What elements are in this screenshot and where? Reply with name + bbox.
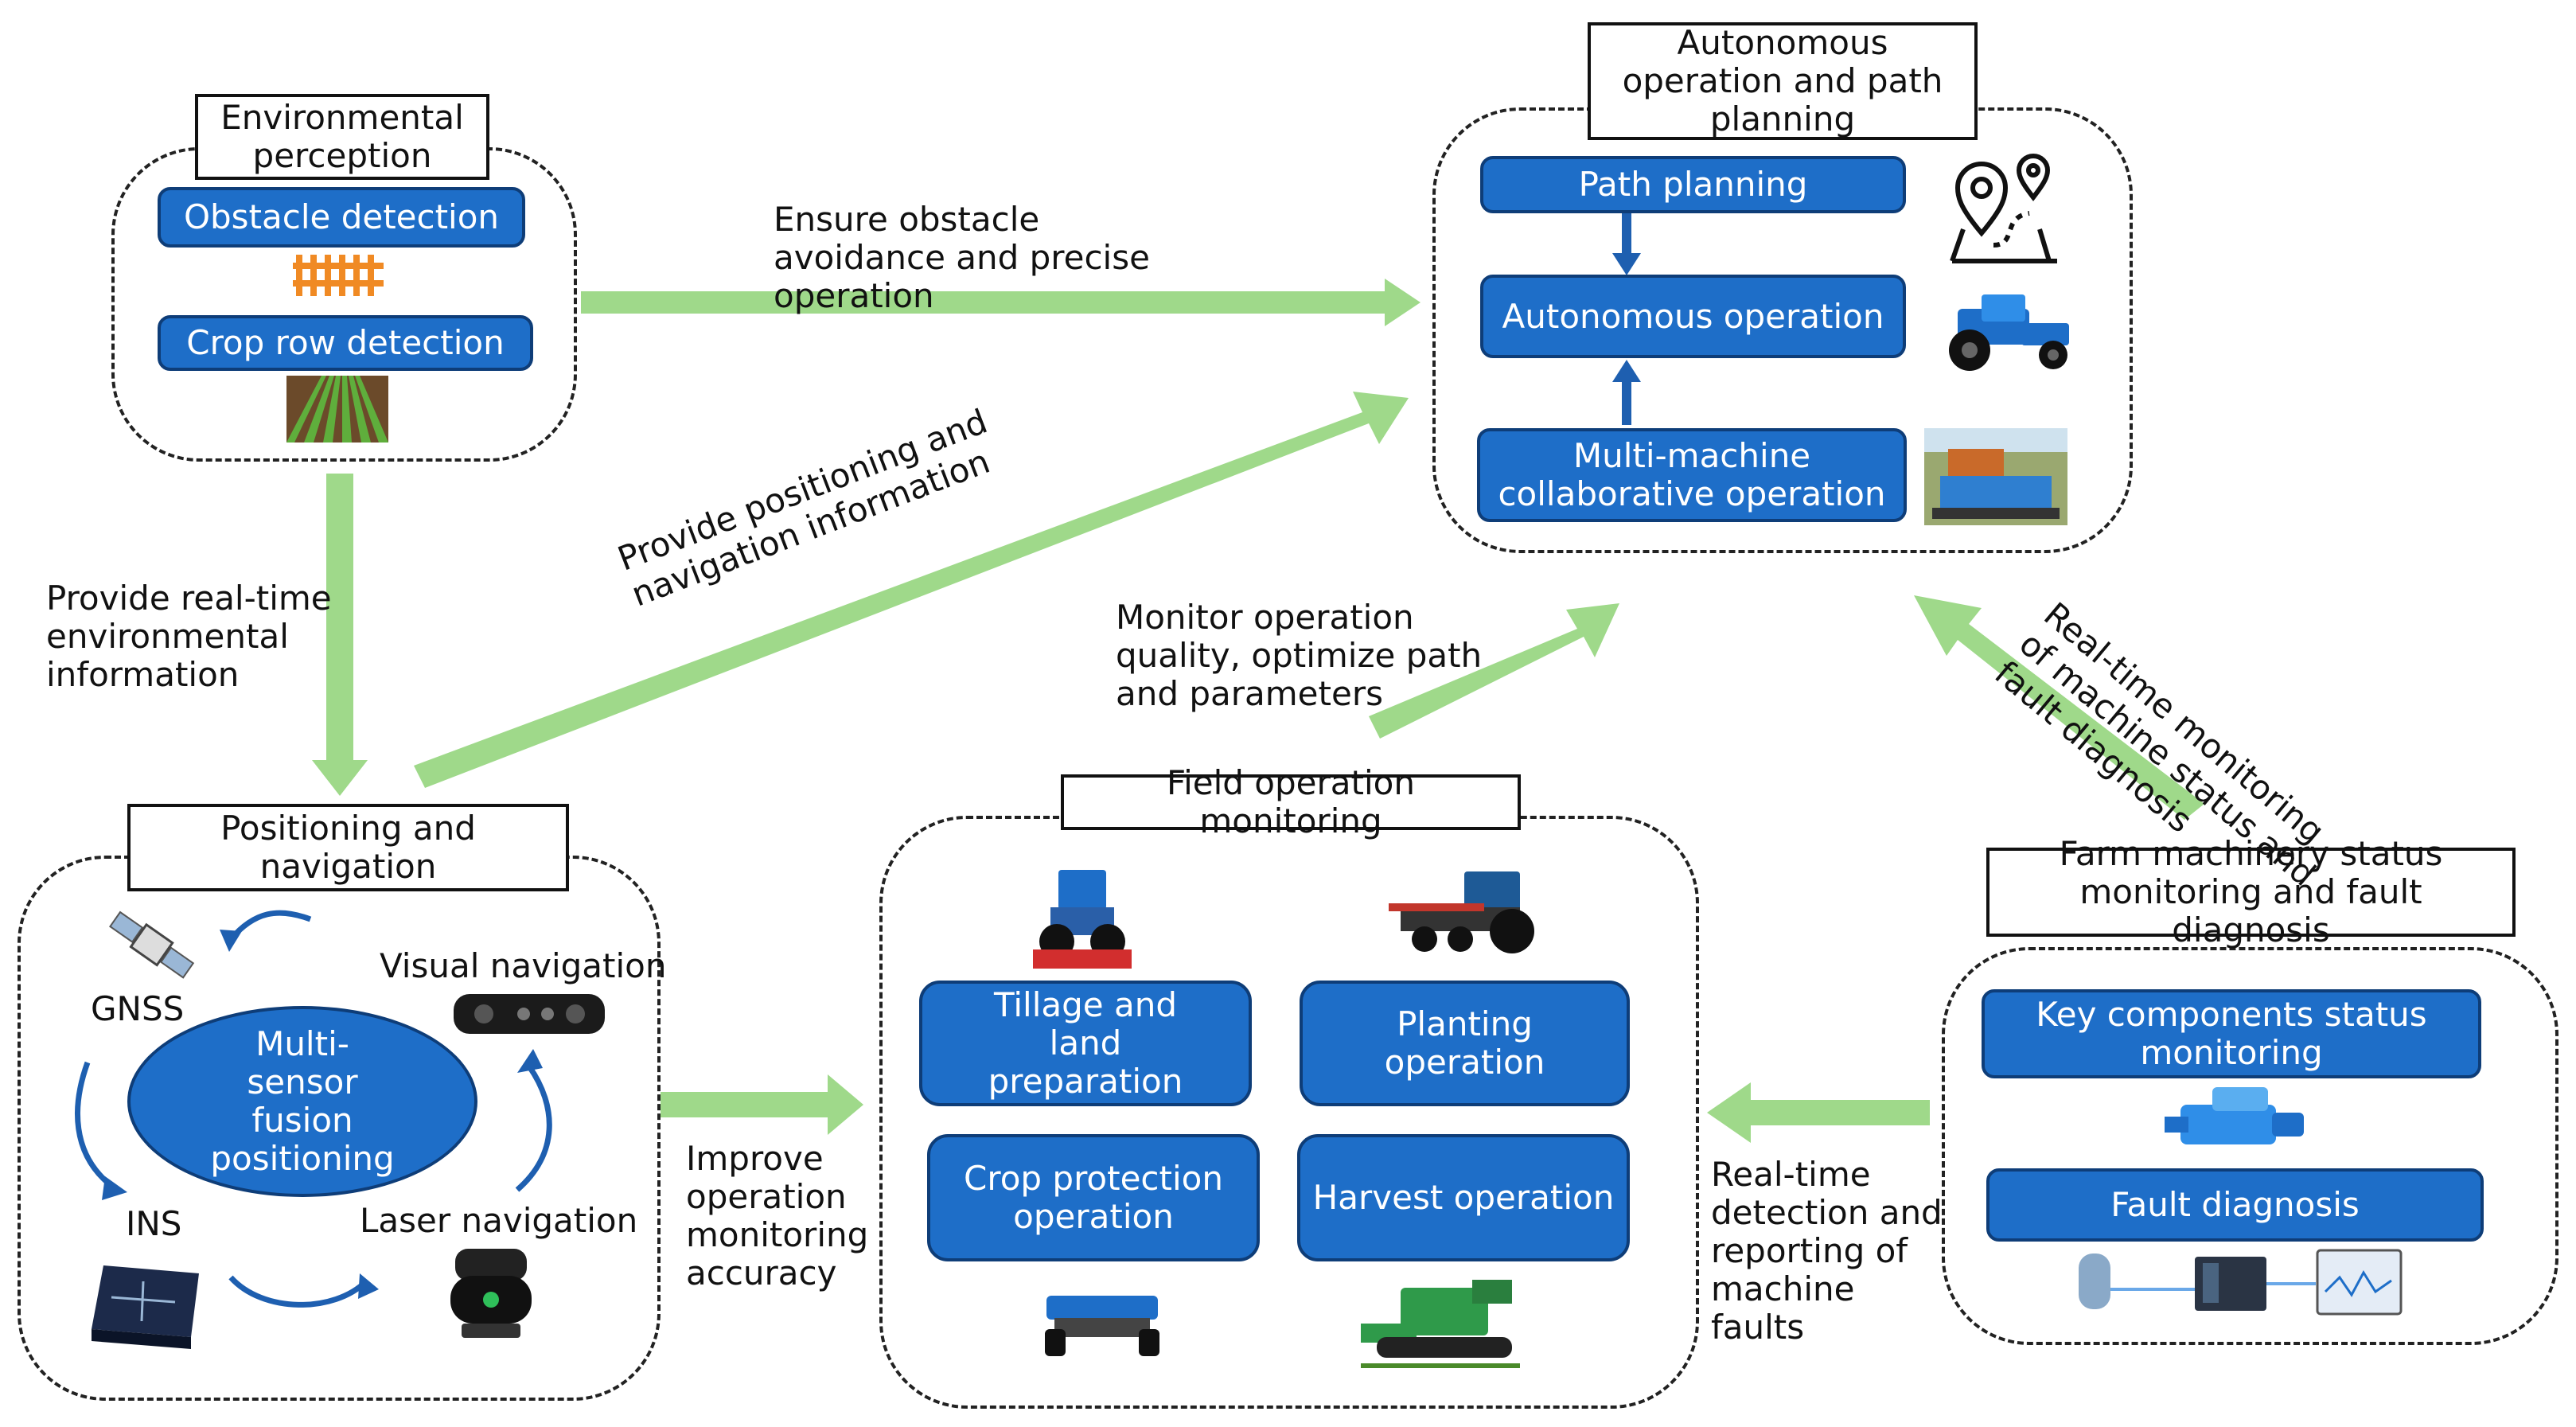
tillage-preparation-box: Tillage and land preparation (919, 981, 1252, 1106)
ins-label: INS (126, 1204, 182, 1243)
path-planning-box: Path planning (1480, 156, 1906, 213)
arrow-improve-accuracy (661, 1074, 863, 1135)
arrow-down-path (1612, 213, 1641, 275)
autonomous-operation-box: Autonomous operation (1480, 275, 1906, 358)
autonomous-operation-title: Autonomous operation and path planning (1588, 22, 1978, 140)
arrow-provide-pos (414, 392, 1409, 788)
lidar-icon (450, 1249, 532, 1338)
label-realtime-detect: Real-time detection and reporting of mac… (1711, 1155, 1943, 1347)
tractor-icon (1949, 294, 2069, 371)
planting-operation-box: Planting operation (1300, 981, 1630, 1106)
sensor-chain-icon (2079, 1249, 2403, 1316)
gnss-label: GNSS (91, 989, 185, 1028)
arrow-up-multi (1612, 360, 1641, 425)
multi-sensor-fusion-ellipse: Multi-sensor fusion positioning (127, 1006, 477, 1197)
arrow-provide-env (312, 474, 368, 796)
ins-device-icon (92, 1265, 199, 1349)
harvester-icon (1361, 1280, 1520, 1368)
arrow-ensure-avoidance (581, 279, 1421, 326)
label-improve-accuracy: Improve operation monitoring accuracy (686, 1139, 869, 1292)
obstacle-detection-box: Obstacle detection (158, 187, 525, 248)
harvest-operation-box: Harvest operation (1297, 1134, 1630, 1261)
machinery-status-title: Farm machinery status monitoring and fau… (1986, 835, 2516, 949)
tillage-tractor-icon (1033, 870, 1132, 969)
key-components-box: Key components status monitoring (1982, 989, 2481, 1078)
crop-row-detection-box: Crop row detection (158, 315, 533, 371)
visual-navigation-label: Visual navigation (380, 946, 667, 985)
depth-camera-icon (454, 994, 605, 1034)
satellite-icon (108, 910, 195, 979)
crop-protection-box: Crop protection operation (927, 1134, 1260, 1261)
field-operation-title: Field operation monitoring (1061, 764, 1521, 840)
laser-navigation-label: Laser navigation (360, 1201, 638, 1240)
crop-protection-robot-icon (1045, 1296, 1159, 1356)
label-provide-env: Provide real-time environmental informat… (46, 579, 332, 694)
arrow-monitor-quality (1369, 603, 1619, 739)
fusion-cycle-arrows (75, 910, 552, 1308)
label-monitor-quality: Monitor operation quality, optimize path… (1116, 598, 1483, 713)
fence-icon (293, 255, 384, 296)
environmental-perception-title: Environmental perception (195, 94, 489, 180)
map-pin-icon (1950, 154, 2057, 263)
gearbox-icon (2165, 1087, 2304, 1144)
crop-field-icon (286, 376, 388, 443)
positioning-navigation-title: Positioning and navigation (127, 804, 569, 891)
field-operation-group (879, 816, 1699, 1409)
multi-machine-box: Multi-machine collaborative operation (1477, 428, 1907, 522)
arrow-realtime-status (1914, 595, 2204, 820)
label-ensure-avoidance: Ensure obstacle avoidance and precise op… (774, 200, 1150, 315)
planting-machine-icon (1389, 871, 1534, 953)
harvester-photo-icon (1924, 428, 2067, 525)
arrow-realtime-detect (1707, 1082, 1930, 1143)
fault-diagnosis-box: Fault diagnosis (1986, 1168, 2484, 1242)
